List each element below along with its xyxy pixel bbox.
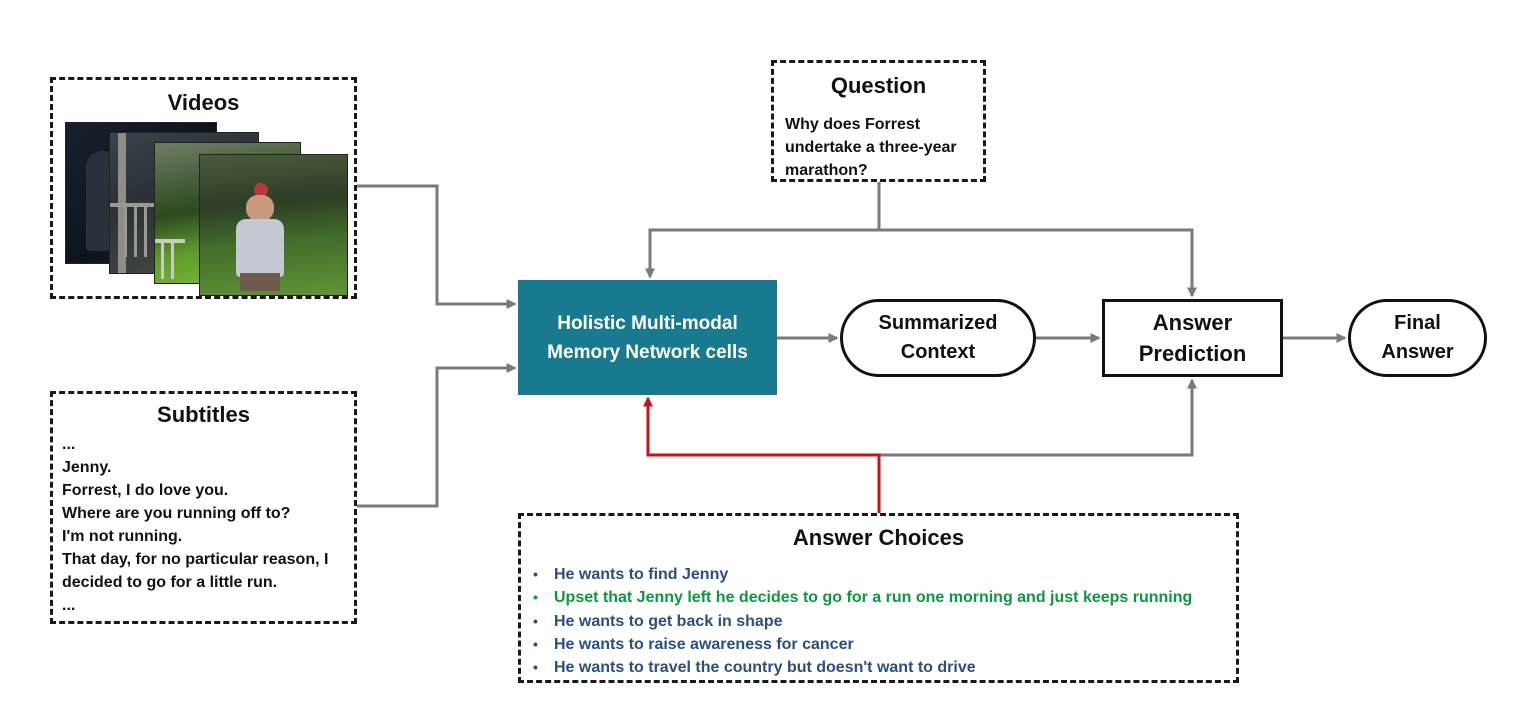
answer-choices-list: • He wants to find Jenny • Upset that Jenn…: [533, 563, 1192, 679]
answer-choices-panel: Answer Choices • He wants to find Jenny •…: [518, 513, 1239, 683]
final-answer-node: Final Answer: [1348, 299, 1487, 377]
answer-prediction-label-line2: Prediction: [1138, 341, 1247, 366]
summarized-context-label-line1: Summarized: [878, 312, 998, 334]
answer-choice: • He wants to find Jenny: [533, 563, 1192, 586]
videos-title: Videos: [167, 90, 240, 115]
answer-choice: • Upset that Jenny left he decides to go …: [533, 586, 1192, 609]
subtitle-line: ...: [62, 597, 76, 614]
question-panel: Question Why does Forrest undertake a th…: [771, 60, 986, 182]
video-frame-4: [199, 154, 348, 296]
answer-prediction-label-line1: Answer: [1152, 310, 1233, 335]
answer-choice-text: Upset that Jenny left he decides to go f…: [554, 589, 1193, 607]
bullet-icon: •: [533, 635, 538, 652]
subtitle-line: Forrest, I do love you.: [62, 482, 229, 499]
question-title: Question: [830, 73, 927, 98]
subtitle-line: I'm not running.: [62, 528, 183, 545]
arrow-question-to-memory: [645, 228, 879, 279]
question-text: Why does Forrest undertake a three-year …: [785, 116, 957, 179]
answer-choice: • He wants to raise awareness for cancer: [533, 633, 1192, 656]
final-answer-label-line1: Final: [1394, 312, 1441, 334]
answer-prediction-node: Answer Prediction: [1102, 299, 1283, 377]
arrow-choices-to-prediction: [879, 378, 1197, 457]
bullet-icon: •: [533, 612, 538, 629]
bullet-icon: •: [533, 566, 538, 582]
arrow-subtitles-to-memory: [357, 363, 517, 508]
subtitle-line: ...: [62, 436, 76, 453]
answer-choice-text: He wants to raise awareness for cancer: [554, 635, 854, 653]
memory-network-cell: Holistic Multi-modal Memory Network cell…: [518, 280, 777, 395]
subtitles-panel: Subtitles ... Jenny. Forrest, I do love …: [50, 391, 357, 624]
summarized-context-label-line2: Context: [900, 341, 976, 363]
subtitle-line: Where are you running off to?: [62, 505, 291, 522]
bullet-icon: •: [533, 659, 538, 676]
final-answer-label-line2: Answer: [1381, 341, 1454, 363]
summarized-context-node: Summarized Context: [840, 299, 1036, 377]
arrow-question-to-prediction: [879, 228, 1197, 298]
answer-choice-text: He wants to travel the country but doesn…: [554, 659, 976, 677]
subtitle-line: decided to go for a little run.: [62, 574, 278, 591]
answer-choice-text: He wants to find Jenny: [554, 566, 729, 583]
subtitle-lines: ... Jenny. Forrest, I do love you. Where…: [62, 433, 328, 617]
arrow-videos-to-memory: [357, 184, 517, 309]
subtitles-title: Subtitles: [157, 402, 250, 427]
arrow-choices-to-memory: [643, 396, 881, 513]
videos-panel: Videos: [50, 77, 357, 299]
answer-choice: • He wants to travel the country but does…: [533, 656, 1192, 679]
bullet-icon: •: [533, 589, 538, 606]
subtitle-line: That day, for no particular reason, I: [62, 551, 329, 568]
answer-choice-text: He wants to get back in shape: [554, 612, 783, 630]
answer-choices-title: Answer Choices: [792, 525, 965, 550]
subtitle-line: Jenny.: [62, 459, 112, 476]
memory-network-label-line1: Holistic Multi-modal: [557, 312, 738, 334]
memory-network-label-line2: Memory Network cells: [547, 341, 748, 363]
answer-choice: • He wants to get back in shape: [533, 610, 1192, 633]
